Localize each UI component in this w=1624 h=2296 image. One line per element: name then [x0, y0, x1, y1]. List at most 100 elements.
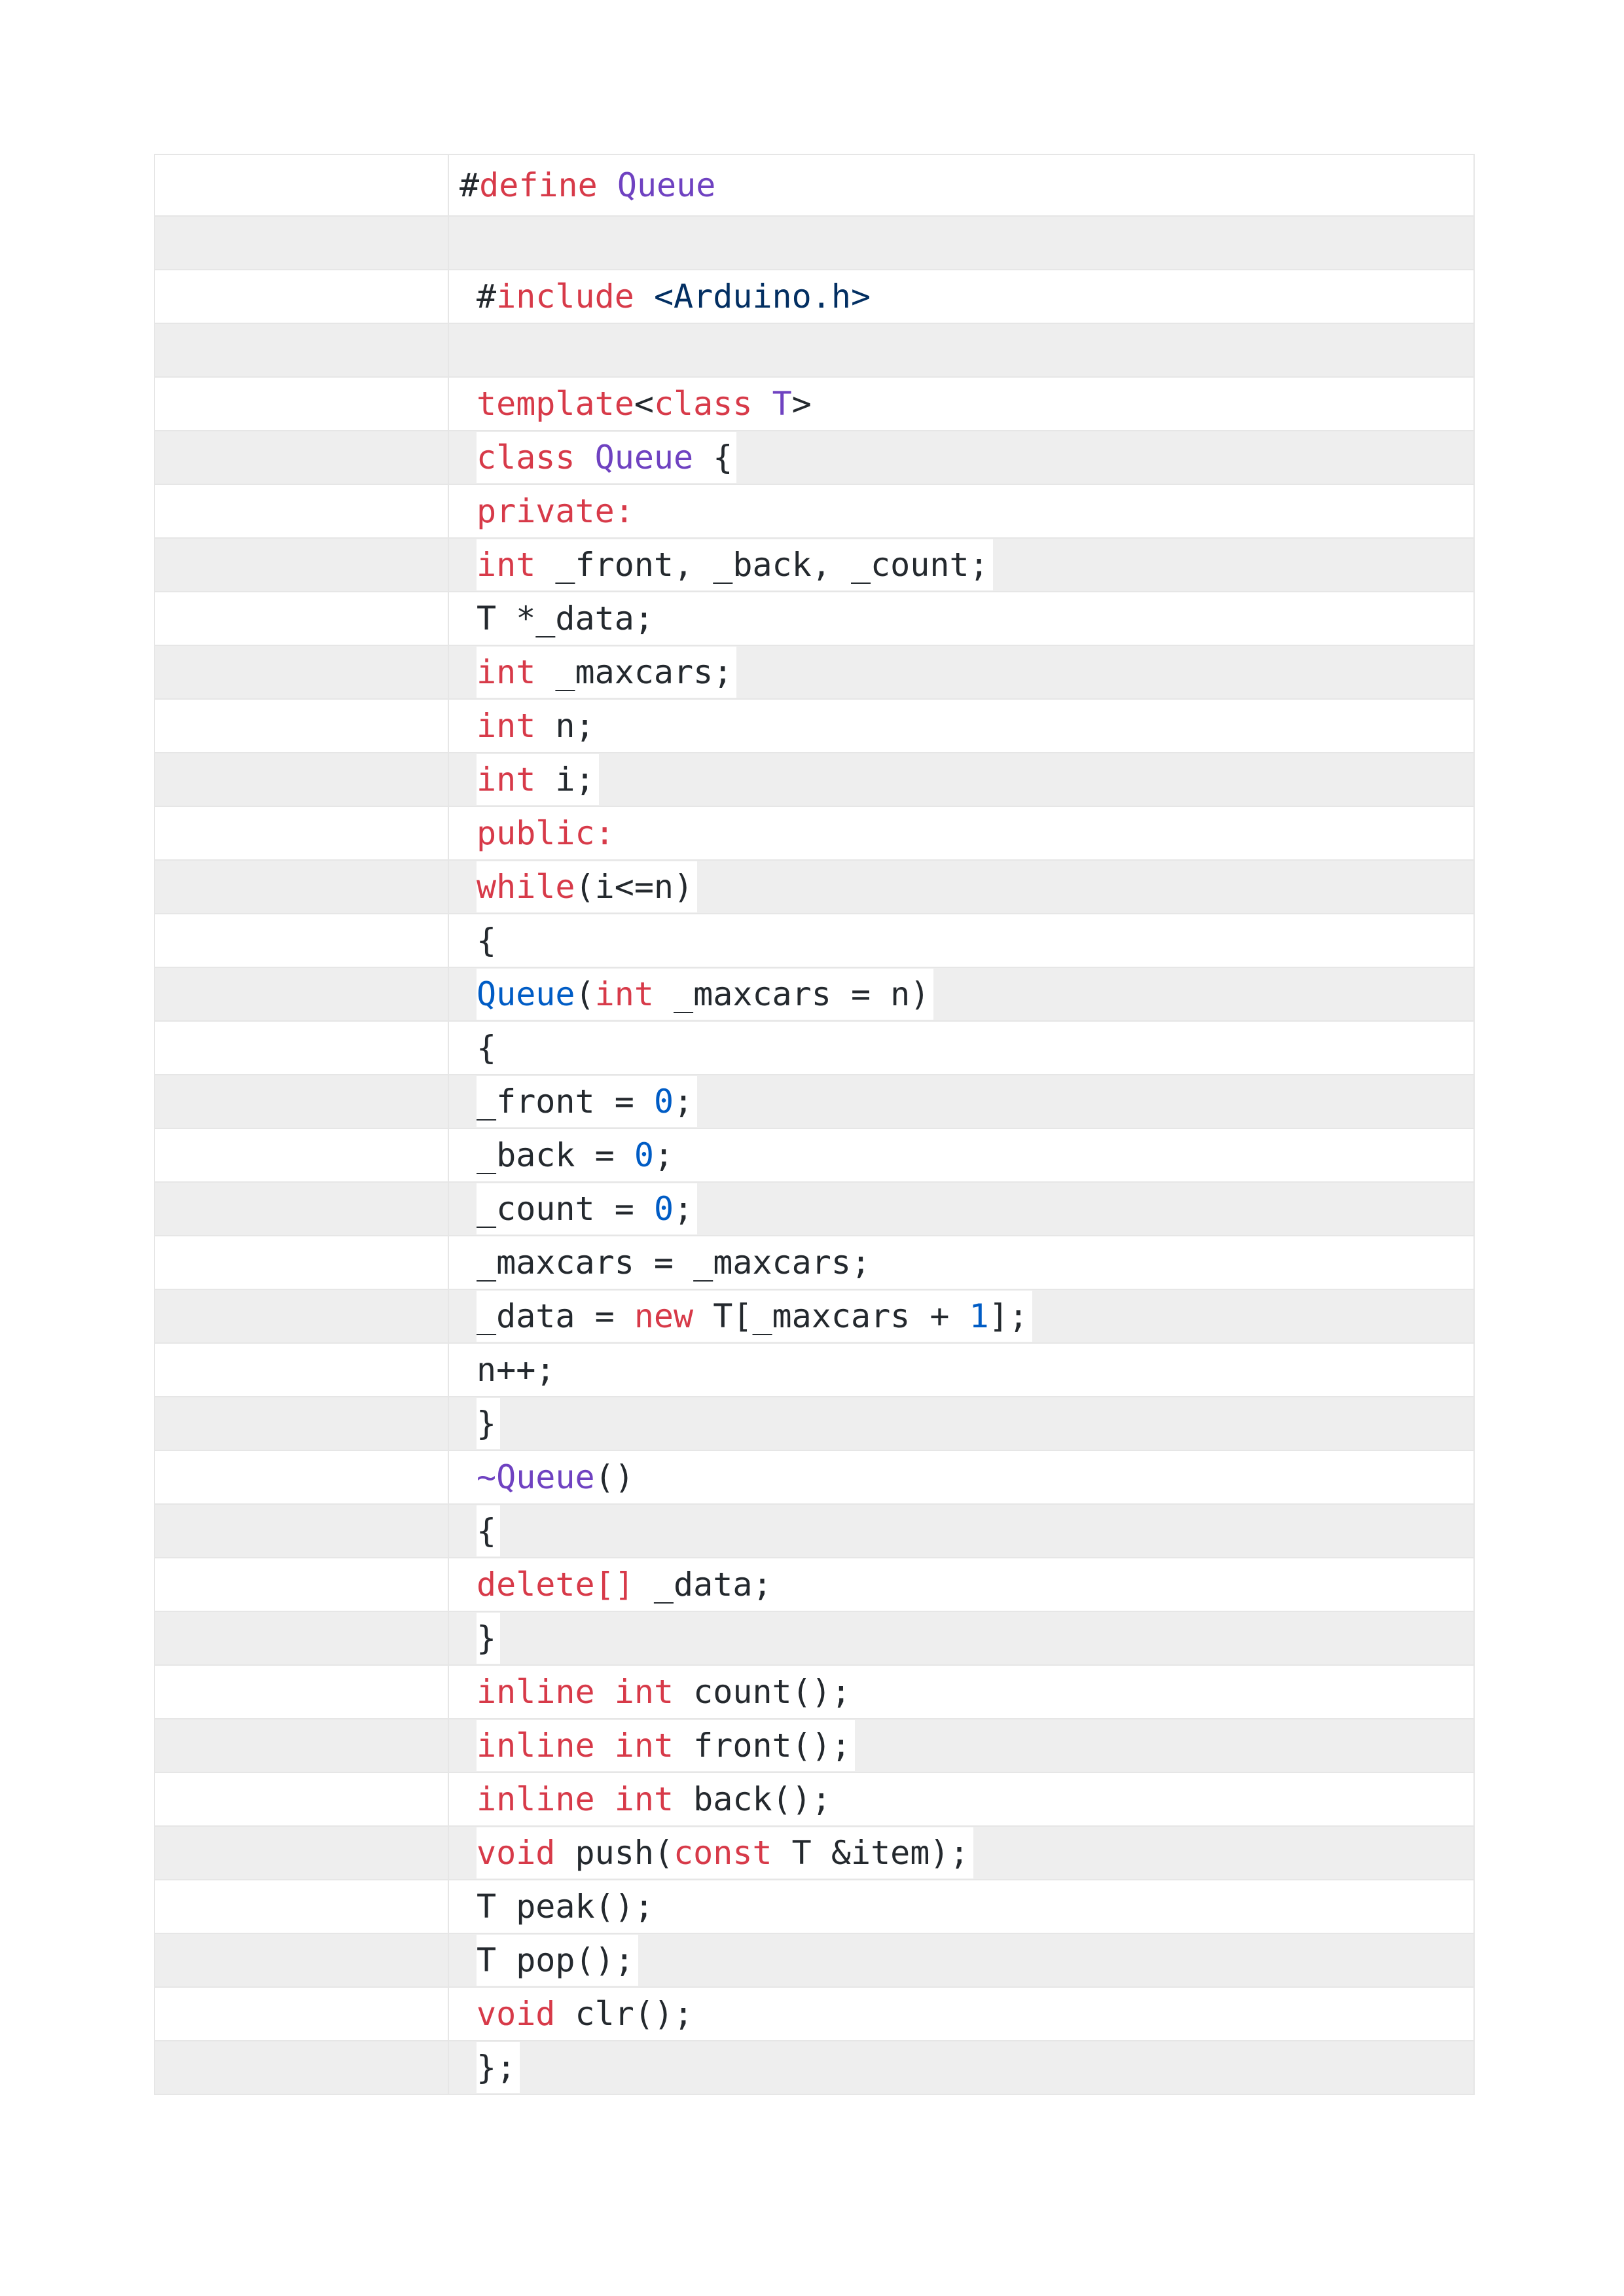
- code-line: public:: [448, 806, 1475, 861]
- code-row: delete[] _data;: [154, 1557, 1475, 1612]
- code-line: int n;: [448, 698, 1475, 753]
- code-token: [634, 278, 654, 315]
- code-row: }: [154, 1396, 1475, 1451]
- line-gutter: [154, 1450, 449, 1505]
- code-token: void: [477, 1834, 556, 1872]
- line-gutter: [154, 1342, 449, 1397]
- line-gutter: [154, 1235, 449, 1290]
- code-line: _front = 0;: [448, 1074, 1475, 1129]
- code-row: T *_data;: [154, 591, 1475, 646]
- code-row: T pop();: [154, 1933, 1475, 1988]
- code-text: inline int back();: [477, 1774, 835, 1825]
- code-token: _back =: [477, 1136, 634, 1174]
- code-token: [575, 439, 595, 476]
- code-token: int: [594, 975, 654, 1013]
- code-text: ~Queue(): [477, 1452, 638, 1503]
- code-token: include: [496, 278, 634, 315]
- code-token: _count =: [477, 1190, 654, 1228]
- code-token: Queue: [594, 439, 694, 476]
- line-gutter: [154, 269, 449, 324]
- code-text: int n;: [477, 700, 599, 751]
- code-line: _data = new T[_maxcars + 1];: [448, 1289, 1475, 1344]
- code-token: const: [674, 1834, 772, 1872]
- code-row: inline int front();: [154, 1718, 1475, 1773]
- code-row: [154, 323, 1475, 378]
- code-text: inline int front();: [477, 1720, 855, 1771]
- code-token: [752, 385, 772, 423]
- code-text: T pop();: [477, 1935, 638, 1986]
- code-token: clr();: [555, 1995, 694, 2033]
- code-line: private:: [448, 484, 1475, 539]
- code-token: 1: [969, 1297, 989, 1335]
- line-gutter: [154, 859, 449, 914]
- code-token: {: [477, 1029, 497, 1067]
- code-token: _front =: [477, 1083, 654, 1121]
- code-token: T &item);: [772, 1834, 969, 1872]
- code-text: T *_data;: [477, 593, 658, 644]
- code-line: }: [448, 1396, 1475, 1451]
- code-text: template<class T>: [477, 378, 816, 429]
- code-token: T: [772, 385, 792, 423]
- code-row: {: [154, 913, 1475, 968]
- code-token: ;: [653, 1136, 674, 1174]
- code-line: [448, 323, 1475, 378]
- code-token: n;: [535, 707, 595, 745]
- code-row: Queue(int _maxcars = n): [154, 967, 1475, 1022]
- line-gutter: [154, 1986, 449, 2041]
- code-row: int _front, _back, _count;: [154, 537, 1475, 592]
- code-text: int _maxcars;: [477, 647, 737, 698]
- code-line: T peak();: [448, 1879, 1475, 1934]
- code-line: T *_data;: [448, 591, 1475, 646]
- code-token: }: [477, 1405, 497, 1443]
- code-text: class Queue {: [477, 432, 737, 483]
- code-token: <: [634, 385, 654, 423]
- code-row: _count = 0;: [154, 1181, 1475, 1236]
- code-row: inline int back();: [154, 1772, 1475, 1827]
- line-gutter: [154, 591, 449, 646]
- line-gutter: [154, 1020, 449, 1075]
- code-row: public:: [154, 806, 1475, 861]
- code-token: }: [477, 1619, 497, 1657]
- code-text: void push(const T &item);: [477, 1827, 973, 1878]
- code-token: int: [477, 761, 536, 798]
- code-text: void clr();: [477, 1988, 698, 2039]
- code-token: int: [477, 707, 536, 745]
- code-line: {: [448, 1503, 1475, 1558]
- code-text: };: [477, 2042, 520, 2093]
- code-token: new: [634, 1297, 694, 1335]
- code-token: (: [575, 975, 595, 1013]
- code-token: ~Queue: [477, 1458, 595, 1496]
- code-token: while: [477, 868, 575, 906]
- code-row: ~Queue(): [154, 1450, 1475, 1505]
- code-line: delete[] _data;: [448, 1557, 1475, 1612]
- code-token: Queue: [617, 166, 716, 204]
- code-token: inline: [477, 1727, 595, 1765]
- code-token: [598, 166, 617, 204]
- code-token: _data =: [477, 1297, 634, 1335]
- code-token: define: [479, 166, 598, 204]
- code-token: (i<=n): [575, 868, 694, 906]
- code-token: int: [614, 1673, 674, 1711]
- code-row: n++;: [154, 1342, 1475, 1397]
- code-text: private:: [477, 486, 638, 537]
- line-gutter: [154, 913, 449, 968]
- code-token: _maxcars = n): [653, 975, 930, 1013]
- code-row: {: [154, 1020, 1475, 1075]
- code-line: int _maxcars;: [448, 645, 1475, 700]
- code-line: T pop();: [448, 1933, 1475, 1988]
- code-line: int _front, _back, _count;: [448, 537, 1475, 592]
- code-row: template<class T>: [154, 376, 1475, 431]
- code-token: i;: [535, 761, 595, 798]
- code-token: int: [614, 1780, 674, 1818]
- line-gutter: [154, 1128, 449, 1183]
- code-token: _maxcars;: [535, 653, 733, 691]
- code-line: inline int count();: [448, 1664, 1475, 1719]
- code-token: _data;: [634, 1566, 772, 1604]
- code-token: ;: [674, 1190, 694, 1228]
- line-gutter: [154, 1557, 449, 1612]
- code-text: {: [477, 915, 501, 966]
- code-text: int i;: [477, 754, 599, 805]
- code-token: [595, 1727, 615, 1765]
- line-gutter: [154, 1772, 449, 1827]
- code-row: private:: [154, 484, 1475, 539]
